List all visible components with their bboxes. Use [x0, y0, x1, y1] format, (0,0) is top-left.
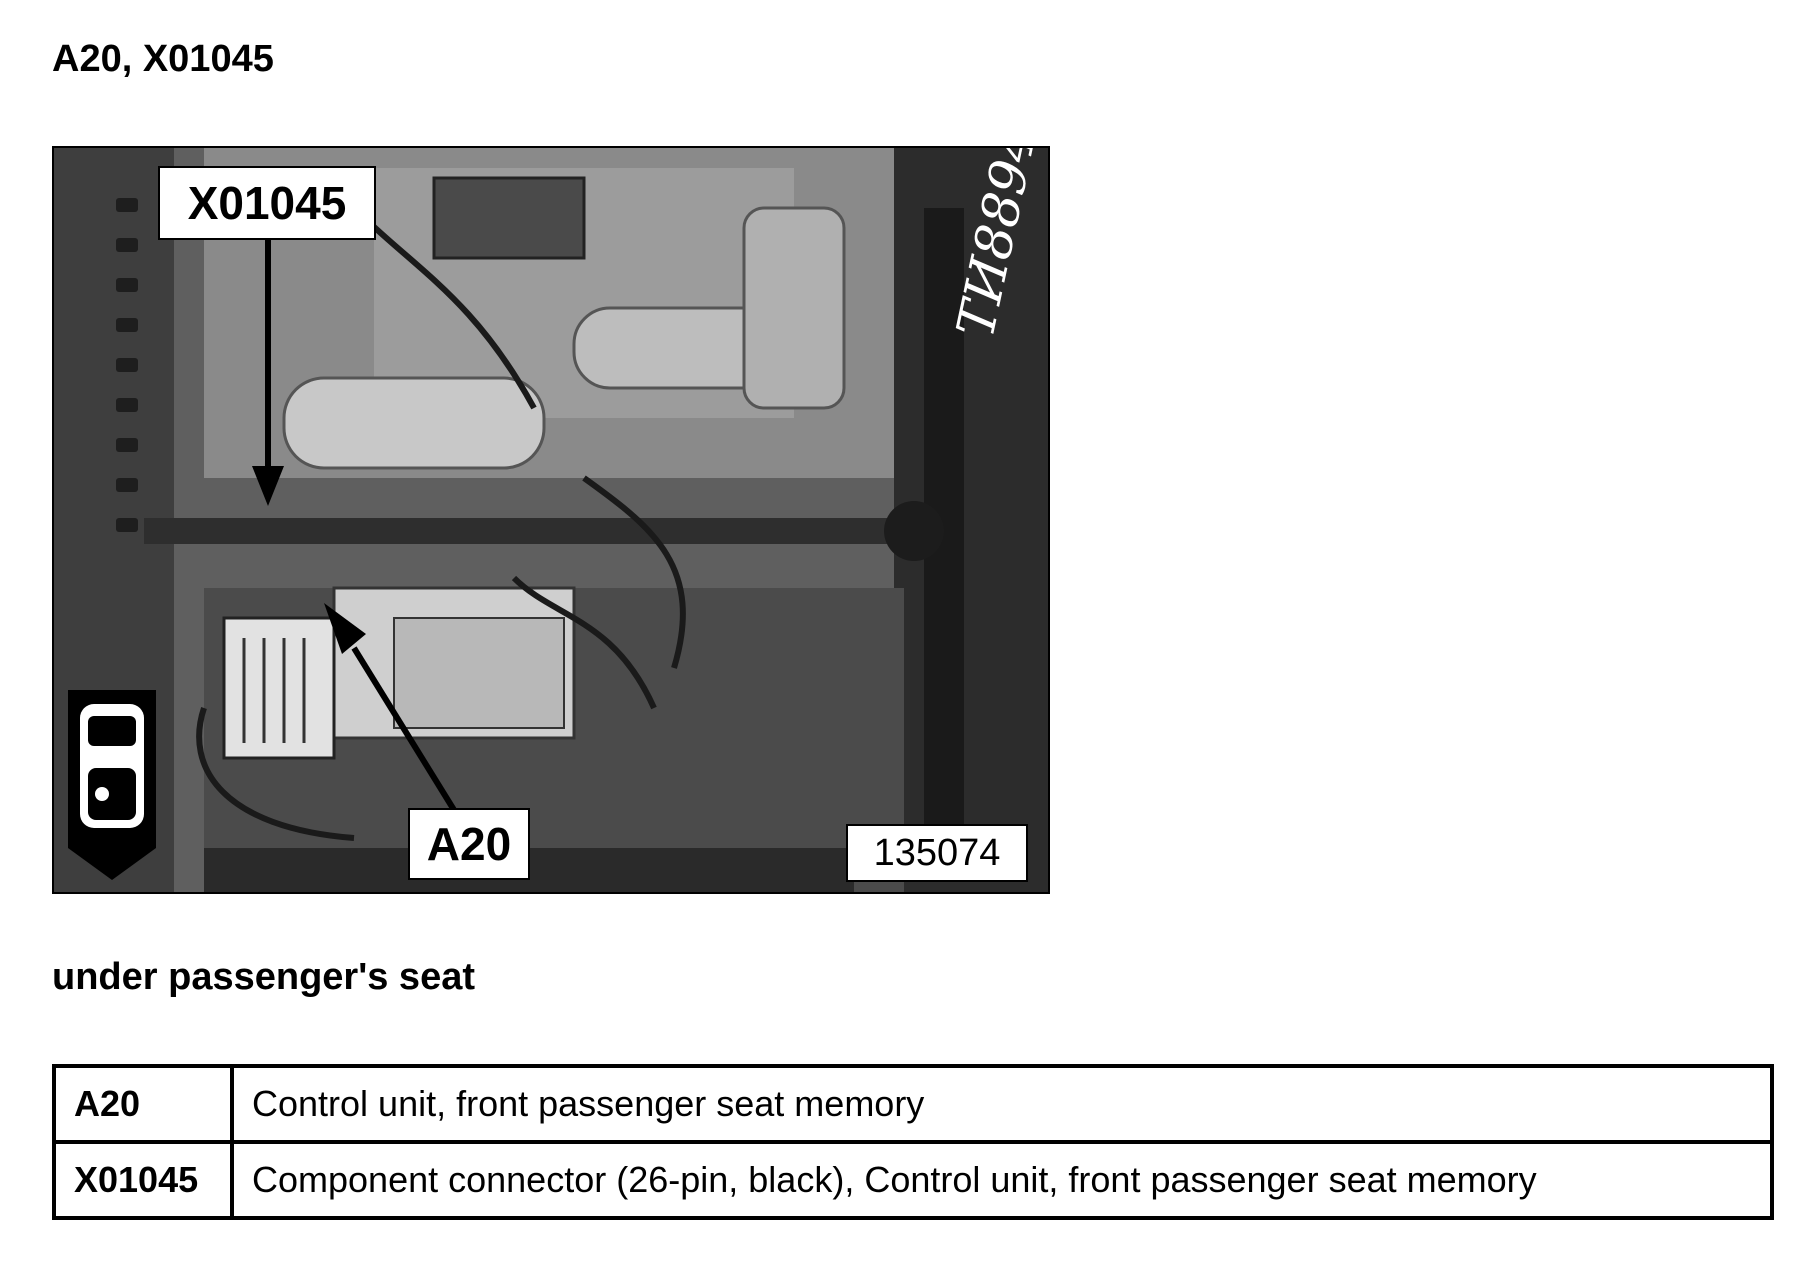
table-row: A20 Control unit, front passenger seat m… — [52, 1064, 1774, 1144]
car-top-view-icon — [68, 690, 156, 880]
control-unit-pointer-arrow — [351, 646, 457, 812]
connector-pins — [242, 638, 306, 743]
seat-underside-illustration: ТИ8894 — [54, 148, 1048, 892]
photo-reference-number: 135074 — [846, 824, 1028, 882]
wiring-harness — [196, 205, 686, 841]
legend-description: Component connector (26-pin, black), Con… — [230, 1140, 1774, 1220]
location-caption: under passenger's seat — [52, 956, 475, 998]
connector-callout-label: X01045 — [158, 166, 376, 240]
control-unit-callout-label: A20 — [408, 808, 530, 880]
component-legend-table: A20 Control unit, front passenger seat m… — [52, 1064, 1774, 1220]
page-title: A20, X01045 — [52, 38, 274, 80]
component-photo: ТИ8894 X01045 A20 135074 — [52, 146, 1050, 894]
table-row: X01045 Component connector (26-pin, blac… — [52, 1140, 1774, 1220]
legend-code: A20 — [52, 1064, 234, 1144]
legend-description: Control unit, front passenger seat memor… — [230, 1064, 1774, 1144]
legend-code: X01045 — [52, 1140, 234, 1220]
rail-slots — [116, 198, 138, 532]
